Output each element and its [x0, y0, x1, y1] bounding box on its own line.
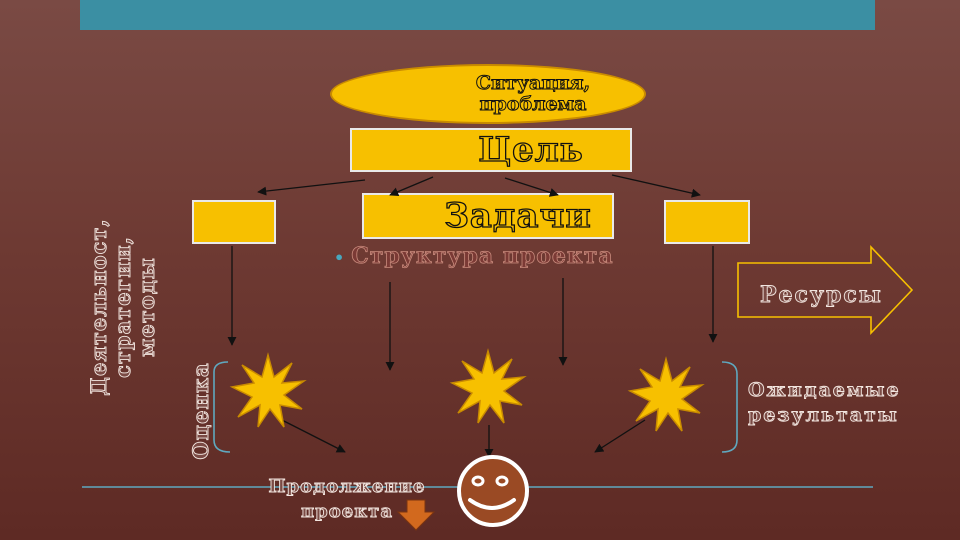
expected-results-label: Ожидаемые результаты [748, 379, 901, 427]
tasks-label: Задачи [444, 195, 592, 236]
goal-label: Цель [478, 129, 584, 170]
left-empty-box [192, 200, 276, 244]
header-band [80, 0, 875, 30]
arrow-goal-tasks-right [504, 177, 559, 197]
structure-bullet: • Структура проекта [334, 243, 614, 270]
situation-label: Ситуация, проблема [475, 72, 591, 115]
situation-ellipse: Ситуация, проблема [330, 64, 646, 124]
starburst-icon [449, 348, 527, 424]
arrow-star-left-to-face [277, 417, 346, 453]
tasks-box: Задачи [362, 193, 614, 239]
arrow-goal-tasks-left [389, 176, 434, 197]
down-arrow-icon [396, 499, 436, 531]
arrow-star-right-to-face [594, 419, 646, 453]
right-bracket [721, 361, 738, 453]
resources-label: Ресурсы [760, 282, 883, 309]
arrow-goal-left [257, 179, 366, 196]
bullet-icon: • [334, 248, 346, 267]
structure-label: Структура проекта [351, 243, 614, 270]
continuation-label: Продолжение проекта [268, 476, 426, 523]
right-empty-box [664, 200, 750, 244]
goal-box: Цель [350, 128, 632, 172]
starburst-icon [627, 356, 705, 432]
starburst-icon [229, 352, 307, 428]
smiley-icon [457, 455, 529, 527]
right-arrow-icon [737, 245, 914, 335]
arrow-goal-right [611, 174, 701, 198]
left-bracket [213, 361, 231, 453]
